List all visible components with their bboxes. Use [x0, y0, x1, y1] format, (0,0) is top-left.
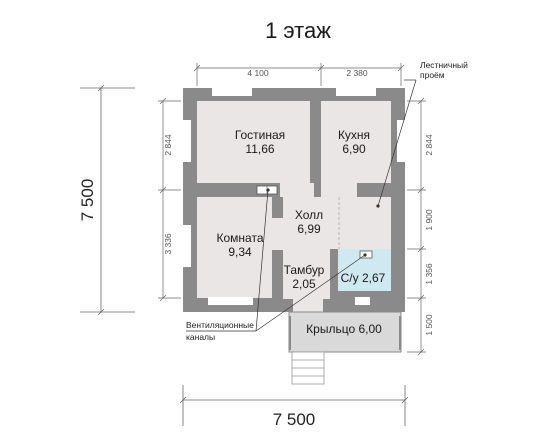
dimension-overall-bottom: [179, 385, 409, 426]
plan-title: 1 этаж: [265, 18, 331, 43]
room-living-area: 11,66: [245, 142, 274, 156]
window-right-1: [397, 120, 405, 162]
window-top-1: [212, 88, 252, 96]
dim-overall-bottom: 7 500: [273, 410, 316, 429]
vent-channel-callout: Вентиляционные каналы: [186, 188, 367, 342]
dimension-overall-left: [80, 84, 135, 316]
window-left-2: [183, 225, 191, 267]
vent-channel-label-2: каналы: [186, 332, 215, 342]
window-bottom-1: [208, 297, 253, 305]
room-bathroom-label: С/у 2,67: [341, 271, 386, 285]
dim-left-2: 3 336: [163, 233, 173, 255]
window-left-1: [183, 120, 191, 162]
room-bedroom: [197, 197, 272, 298]
stair-opening-label-1: Лестничный: [420, 60, 468, 70]
room-vestibule-name: Тамбур: [284, 263, 325, 277]
dim-right-1: 2 844: [424, 134, 434, 156]
room-kitchen: [321, 101, 391, 183]
door-opening-living-hall: [280, 183, 314, 197]
dim-overall-left: 7 500: [78, 179, 97, 222]
window-top-2: [336, 88, 376, 96]
room-bedroom-name: Комната: [217, 231, 264, 245]
dim-top-right: 2 380: [346, 68, 368, 78]
stair-opening-label-2: проём: [420, 70, 445, 80]
room-hall: [283, 197, 391, 249]
dim-right-4: 1 500: [424, 314, 434, 336]
room-vestibule: [283, 249, 330, 299]
room-kitchen-name: Кухня: [338, 128, 370, 142]
dimension-right: [407, 97, 426, 356]
door-opening-kitchen-hall: [321, 183, 357, 197]
dim-left-1: 2 844: [163, 134, 173, 156]
room-hall-area: 6,99: [297, 222, 321, 236]
dim-top-left: 4 100: [247, 68, 269, 78]
room-hall-name: Холл: [295, 208, 323, 222]
door-opening-vestibule-porch: [293, 298, 323, 312]
dimension-left: [158, 97, 181, 302]
dim-right-3: 1 356: [424, 263, 434, 285]
dim-right-2: 1 900: [424, 209, 434, 231]
porch-label: Крыльцо 6,00: [306, 322, 382, 336]
room-bedroom-area: 9,34: [228, 245, 252, 259]
porch-steps: [291, 351, 325, 385]
room-living: [197, 101, 310, 183]
vent-channel-label-1: Вентиляционные: [186, 320, 254, 330]
window-bottom-2: [355, 297, 370, 305]
door-opening-bedroom-hall: [272, 218, 283, 250]
dimension-top: [193, 63, 405, 86]
room-vestibule-area: 2,05: [292, 277, 316, 291]
room-kitchen-area: 6,90: [342, 142, 366, 156]
room-living-name: Гостиная: [235, 128, 285, 142]
